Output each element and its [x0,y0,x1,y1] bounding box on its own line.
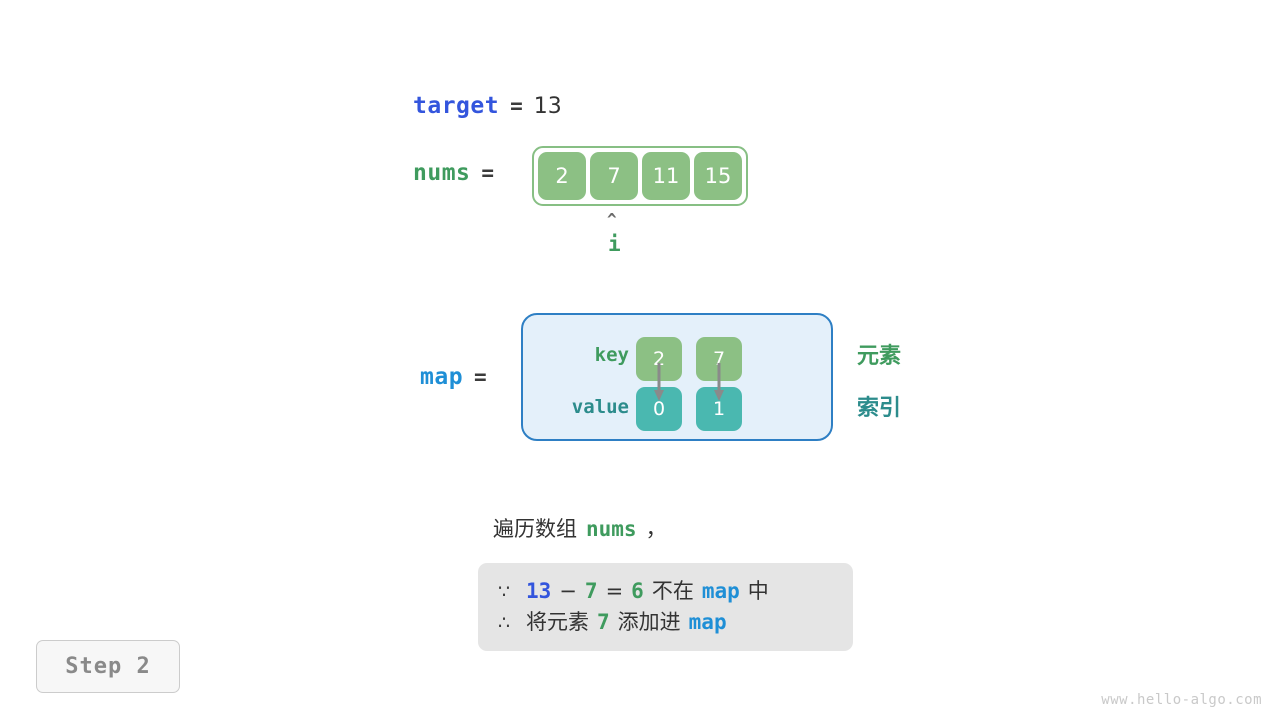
map-variable-name: map [420,364,464,390]
step-badge: Step 2 [36,640,180,693]
target-value: 13 [533,94,562,119]
explain-verb-text: 添加进 [617,610,681,634]
explain-not-in-text: 不在 [651,579,694,603]
map-value-cell: 1 [696,387,742,431]
explain-result-value: 6 [631,579,644,603]
map-entry-column: 2 0 [636,337,682,431]
caption-suffix: ， [645,517,667,541]
caption-prefix: 遍历数组 [493,517,577,541]
map-value-cell: 0 [636,387,682,431]
array-cell: 15 [694,152,742,200]
because-symbol: ∵ [498,581,511,603]
caption-array-name: nums [586,517,637,541]
target-equals-sign: = [510,94,523,118]
nums-variable-name: nums [413,160,471,186]
explain-equals-sign: = [605,579,624,603]
explain-map-name: map [688,610,727,634]
explain-action-text: 将元素 [526,610,589,634]
map-key-cell: 7 [696,337,742,381]
array-cell: 7 [590,152,638,200]
explain-current-value: 7 [584,579,598,603]
annotation-element: 元素 [857,344,902,369]
therefore-symbol: ∴ [498,612,511,634]
map-key-cell: 2 [636,337,682,381]
target-declaration: target = 13 [413,93,562,119]
explain-minus-sign: − [559,579,577,603]
map-declaration: map = [420,364,487,390]
watermark: www.hello-algo.com [1101,692,1262,708]
map-key-row-label: key [594,344,629,366]
hashmap-container: key value 2 0 7 1 [521,313,833,441]
explain-element-value: 7 [597,610,610,634]
explain-tail-text: 中 [747,579,769,603]
explain-map-name: map [701,579,740,603]
map-equals-sign: = [474,365,487,389]
map-value-row-label: value [571,396,629,418]
explanation-box: ∵ 13 − 7 = 6 不在 map 中 ∴ 将元素 7 添加进 map [478,563,853,651]
nums-array: 2 7 11 15 [532,146,748,206]
target-variable-name: target [413,93,500,119]
map-entry-column: 7 1 [696,337,742,431]
explanation-line-2: ∴ 将元素 7 添加进 map [498,606,833,637]
pointer-caret-icon: ^ [607,210,617,229]
explanation-line-1: ∵ 13 − 7 = 6 不在 map 中 [498,575,833,606]
array-cell: 11 [642,152,690,200]
array-cell: 2 [538,152,586,200]
nums-equals-sign: = [481,161,495,185]
nums-declaration: nums = [413,160,494,186]
explain-target-value: 13 [526,579,552,603]
annotation-index: 索引 [857,396,902,421]
pointer-label-i: i [608,232,621,256]
caption-traverse-array: 遍历数组 nums ， [493,513,667,543]
